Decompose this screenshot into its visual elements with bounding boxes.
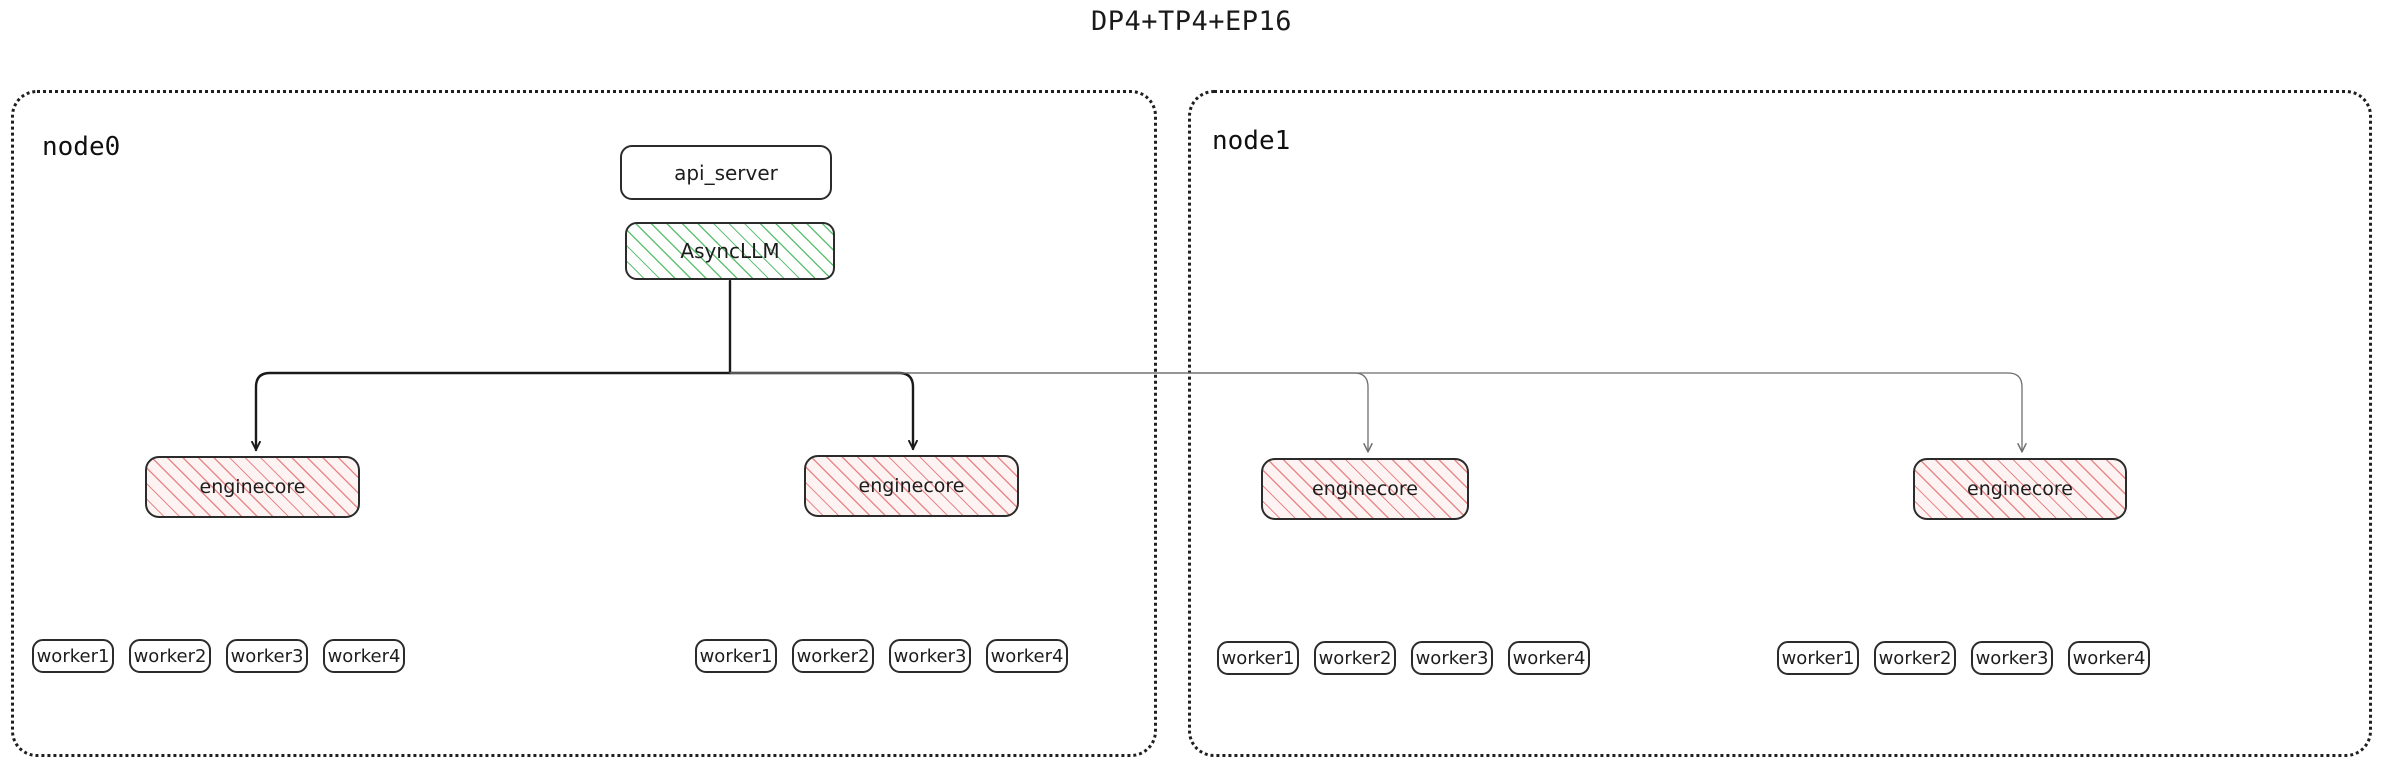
worker-box[interactable]: worker4: [986, 639, 1068, 673]
worker-box[interactable]: worker1: [695, 639, 777, 673]
worker-box[interactable]: worker3: [1411, 641, 1493, 675]
worker-box[interactable]: worker3: [1971, 641, 2053, 675]
enginecore-box[interactable]: enginecore: [1261, 458, 1469, 520]
worker-box[interactable]: worker1: [32, 639, 114, 673]
node-label-node1: node1: [1212, 126, 1291, 156]
worker-box[interactable]: worker3: [889, 639, 971, 673]
enginecore-box[interactable]: enginecore: [804, 455, 1019, 517]
api-server-box[interactable]: api_server: [620, 145, 832, 200]
worker-box[interactable]: worker2: [1314, 641, 1396, 675]
enginecore-box[interactable]: enginecore: [1913, 458, 2127, 520]
worker-box[interactable]: worker1: [1777, 641, 1859, 675]
enginecore-box[interactable]: enginecore: [145, 456, 360, 518]
worker-box[interactable]: worker2: [792, 639, 874, 673]
page-title: DP4+TP4+EP16: [1090, 6, 1293, 37]
worker-box[interactable]: worker4: [323, 639, 405, 673]
worker-box[interactable]: worker2: [129, 639, 211, 673]
worker-box[interactable]: worker4: [1508, 641, 1590, 675]
worker-box[interactable]: worker1: [1217, 641, 1299, 675]
worker-box[interactable]: worker2: [1874, 641, 1956, 675]
worker-box[interactable]: worker3: [226, 639, 308, 673]
asyncllm-box[interactable]: AsyncLLM: [625, 222, 835, 280]
node-label-node0: node0: [42, 132, 121, 162]
worker-box[interactable]: worker4: [2068, 641, 2150, 675]
